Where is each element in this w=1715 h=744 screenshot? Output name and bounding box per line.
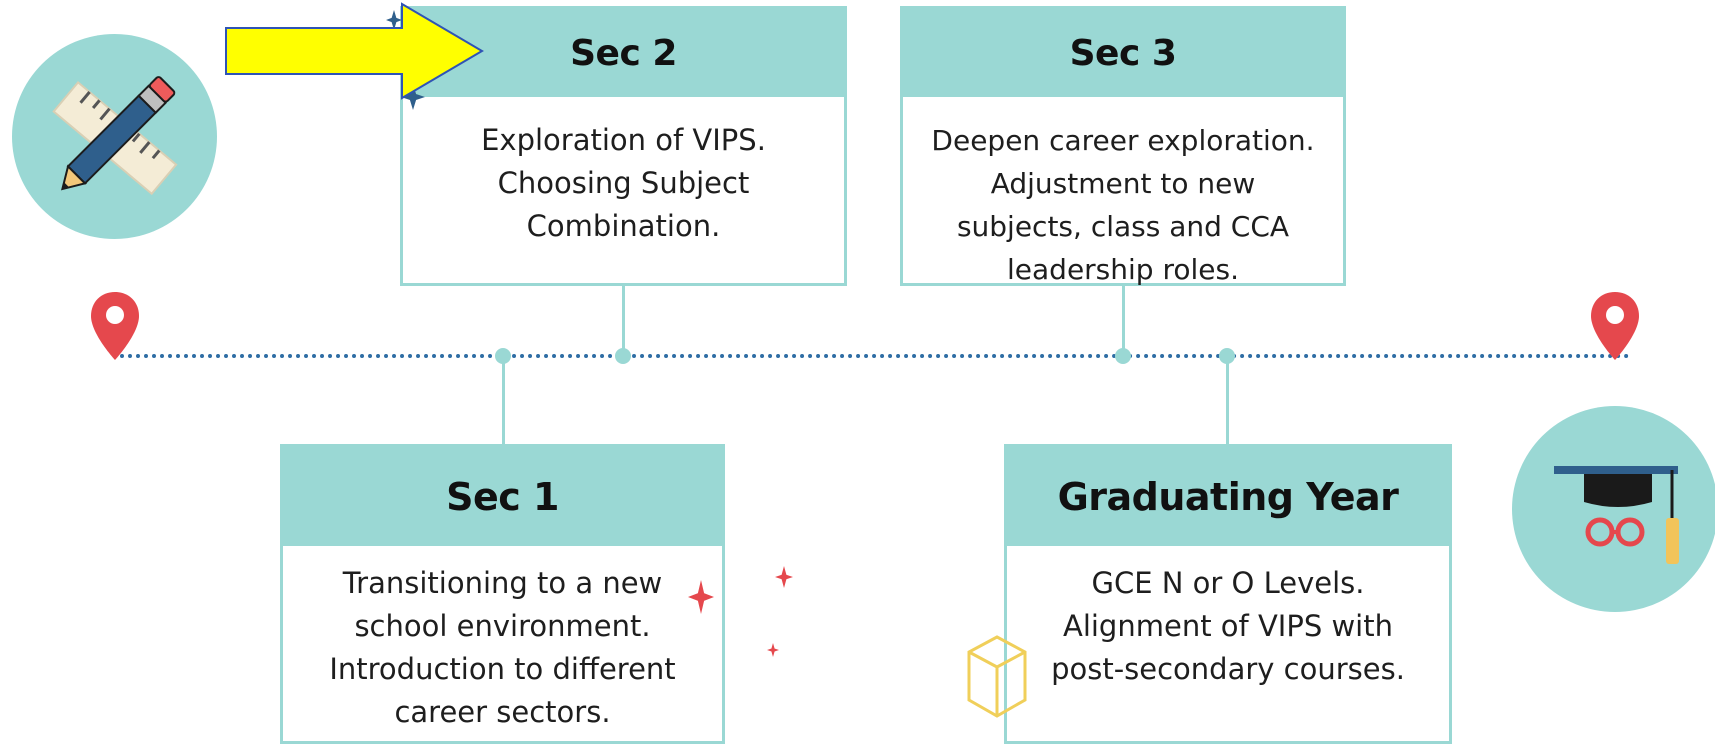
stage-description: Deepen career exploration. Adjustment to… — [931, 124, 1315, 286]
stage-card-sec1: Sec 1 Transitioning to a new school envi… — [280, 444, 725, 744]
sparkle-icon-blue — [401, 84, 425, 110]
timeline-node-sec2 — [615, 348, 631, 364]
start-icon-circle — [12, 34, 217, 239]
sparkle-icon-red-small — [767, 643, 779, 657]
stage-description: Exploration of VIPS. Choosing Subject Co… — [481, 123, 766, 243]
arrow-icon — [225, 2, 484, 100]
stage-card-graduating: Graduating Year GCE N or O Levels. Align… — [1004, 444, 1452, 744]
location-pin-icon-right — [1591, 292, 1639, 360]
sparkle-icon-red-medium — [775, 566, 793, 588]
stage-card-sec3: Sec 3 Deepen career exploration. Adjustm… — [900, 6, 1346, 286]
connector-graduating — [1226, 356, 1229, 446]
cube-outline-icon — [967, 635, 1027, 718]
stage-description: GCE N or O Levels. Alignment of VIPS wit… — [1051, 566, 1405, 686]
connector-sec3 — [1122, 284, 1125, 354]
location-pin-icon-left — [91, 292, 139, 360]
timeline-node-sec1 — [495, 348, 511, 364]
end-icon-circle — [1512, 406, 1715, 612]
sparkle-icon-red-large — [688, 580, 714, 614]
stage-title: Graduating Year — [1007, 447, 1449, 546]
connector-sec2 — [622, 284, 625, 354]
timeline-node-graduating — [1219, 348, 1235, 364]
timeline-dotted-line — [120, 354, 1630, 358]
stage-title: Sec 2 — [403, 9, 844, 97]
sparkle-icon-blue-top — [386, 10, 402, 30]
stage-title: Sec 1 — [283, 447, 722, 546]
connector-sec1 — [502, 356, 505, 446]
graduation-cap-icon — [1554, 466, 1679, 564]
stage-description: Transitioning to a new school environmen… — [329, 566, 676, 729]
timeline-node-sec3 — [1115, 348, 1131, 364]
pencil-ruler-icon — [52, 76, 178, 196]
stage-title: Sec 3 — [903, 9, 1343, 97]
